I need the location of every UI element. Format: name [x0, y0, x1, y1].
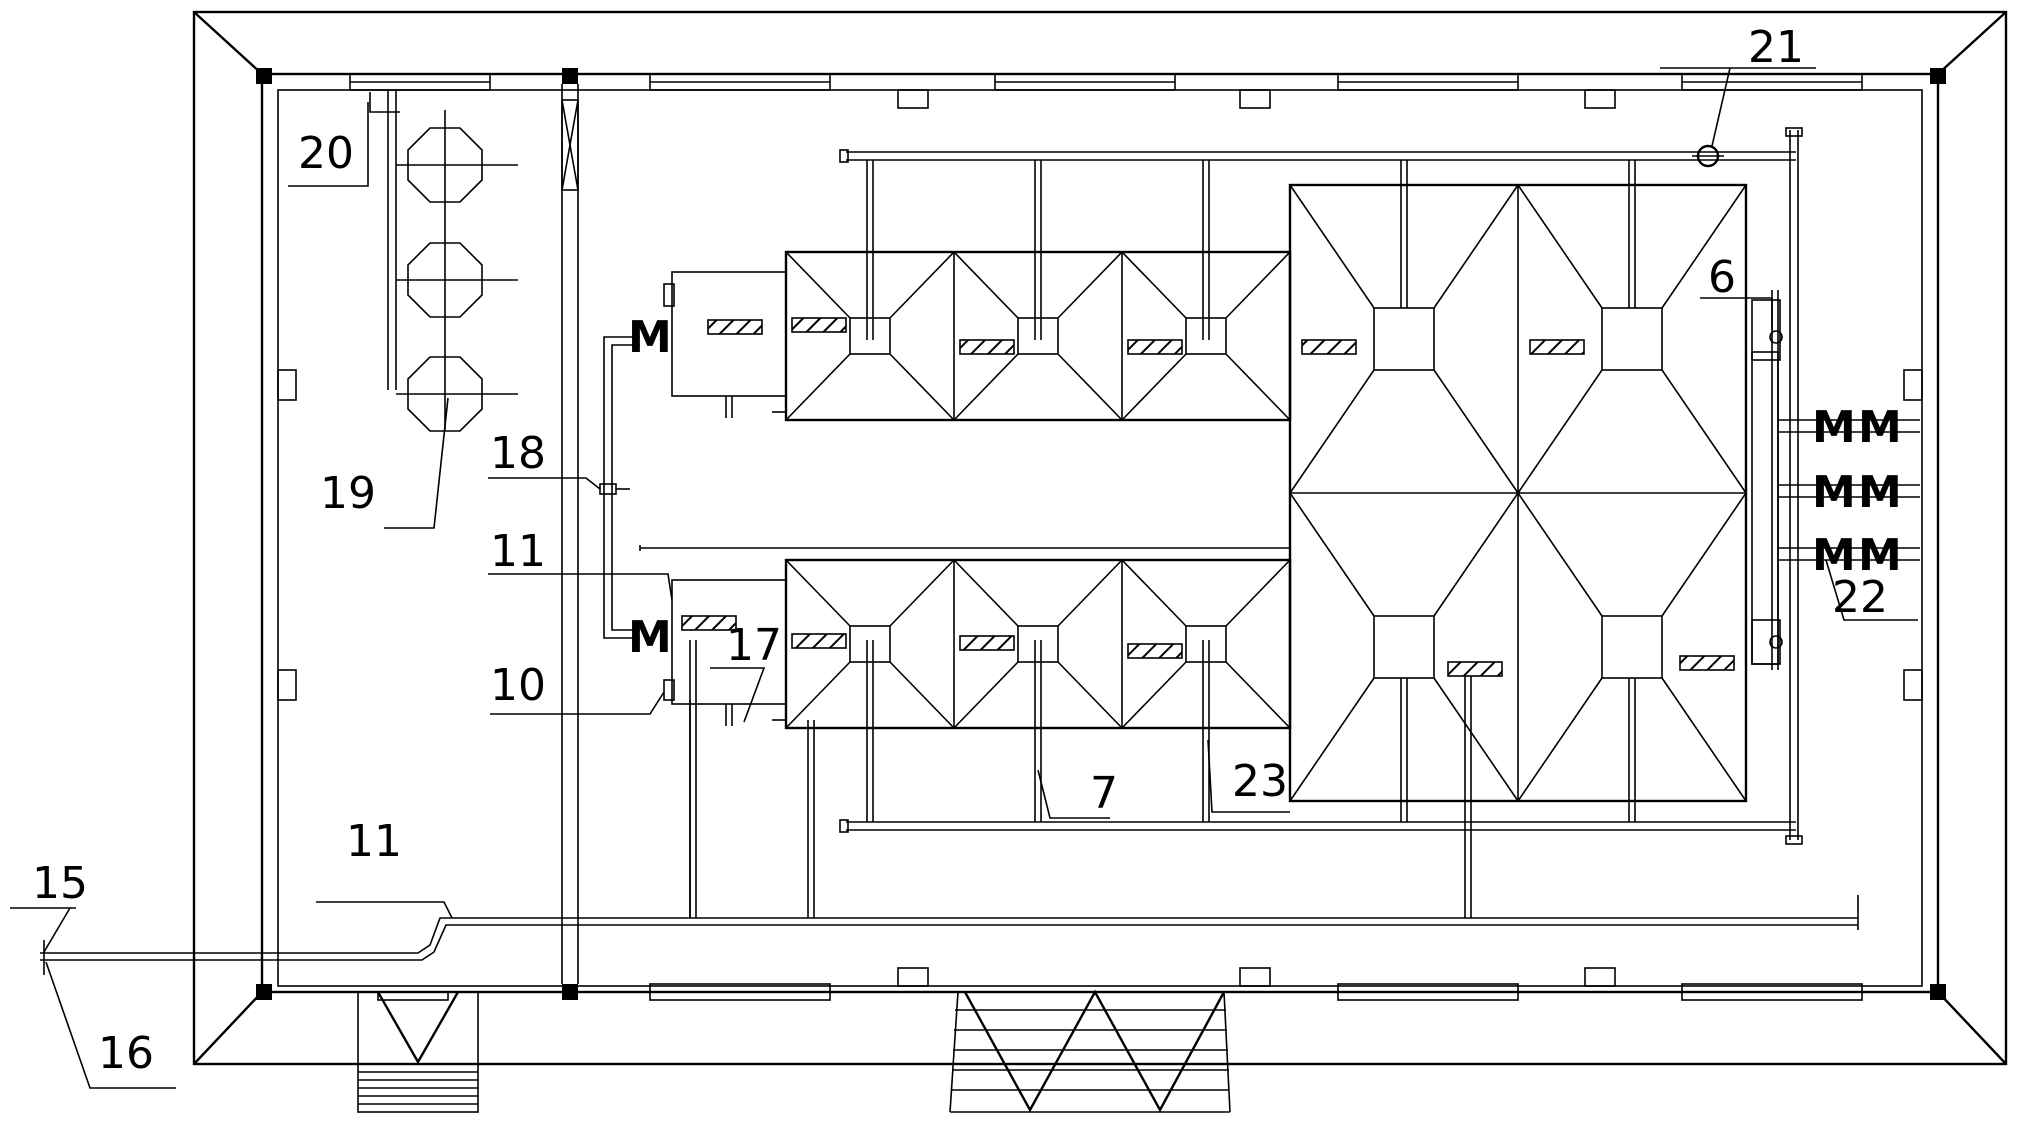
bottom-windows	[649, 967, 1863, 1001]
outlet-pipes: M M M M M M	[1778, 402, 1920, 581]
bottom-header-pipe	[839, 640, 1796, 833]
label-16: 16	[98, 1028, 154, 1079]
label-22: 22	[1832, 572, 1888, 623]
valve-symbol: M	[628, 312, 672, 363]
main-drain-pipe	[40, 676, 1859, 975]
label-20: 20	[298, 128, 354, 179]
right-riser-pipe	[1751, 127, 1803, 845]
leader-lines	[10, 67, 1918, 1089]
label-21: 21	[1748, 22, 1804, 73]
label-18: 18	[490, 428, 546, 479]
valve-symbol: M	[1858, 402, 1902, 453]
valve-symbol: M	[1812, 402, 1856, 453]
valve-symbol: M	[1858, 467, 1902, 518]
feed-loop-pipe: M M	[599, 312, 672, 663]
label-11-upper: 11	[490, 526, 546, 577]
storage-tanks	[369, 90, 518, 432]
label-23: 23	[1232, 756, 1288, 807]
upper-dosing-unit	[663, 271, 787, 418]
label-17: 17	[726, 620, 782, 671]
small-entrance	[357, 991, 479, 1113]
valve-symbol: M	[628, 612, 672, 663]
valve-symbol: M	[1858, 530, 1902, 581]
lower-tank-row	[639, 545, 1292, 730]
lower-dosing-unit	[663, 579, 787, 918]
valve-symbol: M	[1812, 530, 1856, 581]
label-6: 6	[1708, 252, 1736, 303]
valve-21	[1692, 144, 1724, 168]
large-tank-block	[1288, 183, 1748, 803]
main-entrance	[949, 989, 1231, 1113]
valve-symbol: M	[1812, 467, 1856, 518]
side-pilasters	[277, 369, 1923, 701]
building-outline	[192, 10, 2008, 1066]
label-7: 7	[1090, 768, 1118, 819]
top-windows	[349, 73, 1863, 109]
label-10: 10	[490, 660, 546, 711]
upper-tank-row	[784, 250, 1292, 422]
label-11-lower: 11	[346, 816, 402, 867]
top-header-pipe	[839, 149, 1796, 340]
label-15: 15	[32, 858, 88, 909]
label-19: 19	[320, 468, 376, 519]
